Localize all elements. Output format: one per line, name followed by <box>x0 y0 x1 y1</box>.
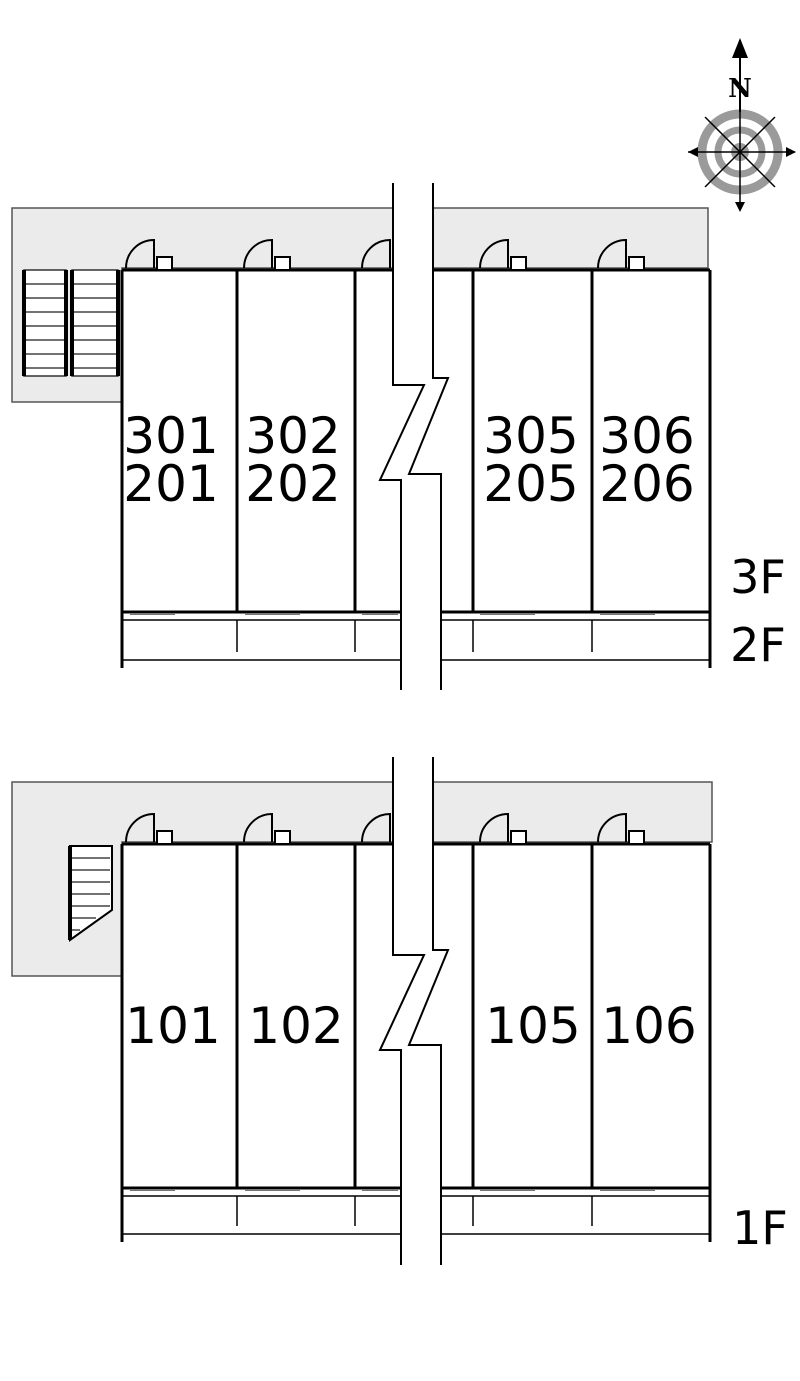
unit-label: 302 <box>245 407 340 465</box>
lower-floor-block: 101 102 105 106 1F <box>11 757 788 1265</box>
door-icon-group-lower <box>125 812 645 845</box>
unit-label: 205 <box>483 455 578 513</box>
unit-label: 105 <box>485 997 580 1055</box>
unit-label: 106 <box>601 997 696 1055</box>
floor-label-1f: 1F <box>732 1201 788 1255</box>
unit-label: 202 <box>245 455 340 513</box>
staircase-upper <box>22 269 120 377</box>
north-arrow-icon <box>732 38 748 58</box>
unit-label: 305 <box>483 407 578 465</box>
unit-label: 201 <box>123 455 218 513</box>
door-icon-group-upper <box>125 238 645 271</box>
unit-label: 301 <box>123 407 218 465</box>
balcony-upper <box>122 619 710 661</box>
unit-label: 102 <box>248 997 343 1055</box>
unit-label: 101 <box>125 997 220 1055</box>
balcony-lower <box>122 1195 710 1235</box>
floor-label-3f: 3F <box>730 550 786 604</box>
building-walls-upper <box>120 268 712 668</box>
compass-north-label: N <box>728 74 752 104</box>
floor-label-2f: 2F <box>730 618 786 672</box>
unit-label: 206 <box>599 455 694 513</box>
corridor-lower <box>11 781 713 977</box>
compass-rose-icon: N <box>688 38 796 212</box>
break-gap-lower <box>378 757 450 1265</box>
unit-label: 306 <box>599 407 694 465</box>
break-gap-upper <box>378 183 450 690</box>
staircase-lower <box>68 845 113 942</box>
upper-floor-block: 301 201 302 202 305 205 306 206 3F 2F <box>11 183 786 690</box>
building-walls-lower <box>120 842 712 1242</box>
corridor-upper <box>11 207 709 403</box>
